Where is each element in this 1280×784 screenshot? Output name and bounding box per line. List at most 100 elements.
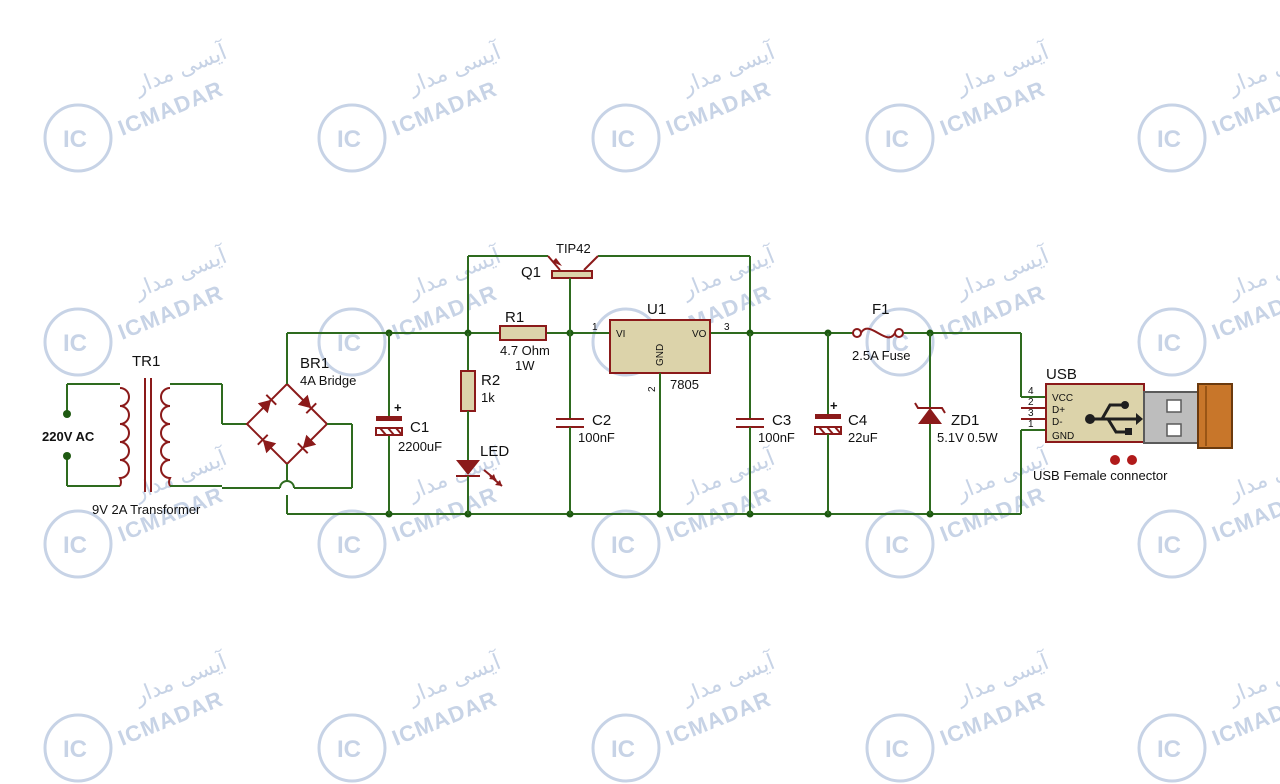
watermark-logo-icon xyxy=(591,103,661,173)
fuse-f1: F1 2.5A Fuse xyxy=(852,301,911,363)
usb-dm: D- xyxy=(1052,417,1063,428)
u1-pin3: 3 xyxy=(724,322,730,333)
c1-ref: C1 xyxy=(410,419,429,436)
u1-value: 7805 xyxy=(670,377,699,392)
watermark-logo-text: IC xyxy=(885,736,909,763)
f1-ref: F1 xyxy=(872,301,890,318)
usb-pin2: 2 xyxy=(1028,397,1034,408)
watermark-logo-icon xyxy=(865,103,935,173)
watermark-logo-icon xyxy=(1137,509,1207,579)
watermark-logo-icon xyxy=(43,509,113,579)
regulator-u1: VI VO GND 1 3 2 U1 7805 xyxy=(592,301,730,514)
r2-value: 1k xyxy=(481,390,495,405)
zd1-ref: ZD1 xyxy=(951,412,979,429)
watermark-logo-text: IC xyxy=(337,736,361,763)
watermark-logo-text: IC xyxy=(611,532,635,559)
br1-ref: BR1 xyxy=(300,355,329,372)
watermark-logo-text: IC xyxy=(63,532,87,559)
transistor-q1: TIP42 Q1 xyxy=(521,241,599,333)
resistor-r2: R2 1k xyxy=(460,333,500,460)
watermark-logo-icon xyxy=(1137,713,1207,783)
c2-value: 100nF xyxy=(578,430,615,445)
usb-pin4: 4 xyxy=(1028,386,1034,397)
q1-ref: Q1 xyxy=(521,264,541,281)
watermark-logo-icon xyxy=(865,713,935,783)
capacitor-c2: C2 100nF xyxy=(556,333,615,514)
bridge-br1: BR1 4A Bridge xyxy=(222,333,356,514)
watermark-logo-icon xyxy=(317,509,387,579)
watermark-logo-icon xyxy=(1137,307,1207,377)
usb-ref: USB xyxy=(1046,366,1077,383)
zd1-value: 5.1V 0.5W xyxy=(937,430,998,445)
watermark-logo-text: IC xyxy=(1157,736,1181,763)
watermark-logo-text: IC xyxy=(63,330,87,357)
watermark-logo-icon xyxy=(317,103,387,173)
usb-logo-icon xyxy=(1085,401,1143,435)
u1-pin1: 1 xyxy=(592,322,598,333)
ac-input: 220V AC xyxy=(42,383,120,487)
watermark-logo-icon xyxy=(43,307,113,377)
watermark-logo-icon xyxy=(865,307,935,377)
transformer-tr1: TR1 9V 2A Transformer xyxy=(92,353,247,517)
capacitor-c4: + C4 22uF xyxy=(814,333,878,514)
capacitor-c3: C3 100nF xyxy=(736,333,795,514)
led-ref: LED xyxy=(480,443,509,460)
c4-ref: C4 xyxy=(848,412,867,429)
c3-ref: C3 xyxy=(772,412,791,429)
usb-dp: D+ xyxy=(1052,405,1065,416)
zener-zd1: ZD1 5.1V 0.5W xyxy=(914,333,998,514)
watermark-logo-icon xyxy=(591,509,661,579)
usb-pin3: 3 xyxy=(1028,408,1034,419)
c2-ref: C2 xyxy=(592,412,611,429)
capacitor-c1: + C1 2200uF xyxy=(375,333,442,514)
watermark-logo-text: IC xyxy=(1157,532,1181,559)
c3-value: 100nF xyxy=(758,430,795,445)
watermark-logo-icon xyxy=(591,713,661,783)
watermark-logo-text: IC xyxy=(63,736,87,763)
resistor-r1: R1 4.7 Ohm 1W xyxy=(499,309,550,373)
watermark-logo-icon xyxy=(317,307,387,377)
watermark-brand-fa: آیسی مدار xyxy=(1223,444,1280,506)
watermark-logo-text: IC xyxy=(885,126,909,153)
watermark-logo-text: IC xyxy=(611,126,635,153)
usb-vcc: VCC xyxy=(1052,393,1073,404)
usb-gnd: GND xyxy=(1052,431,1074,442)
watermark-brand-fa: آیسی مدار xyxy=(1223,242,1280,304)
tr1-value: 9V 2A Transformer xyxy=(92,502,201,517)
watermark-logo-text: IC xyxy=(885,532,909,559)
watermark-logo-text: IC xyxy=(337,126,361,153)
led: LED xyxy=(456,443,509,514)
ac-input-label: 220V AC xyxy=(42,429,95,444)
c4-value: 22uF xyxy=(848,430,878,445)
watermark-logo-text: IC xyxy=(1157,126,1181,153)
q1-value: TIP42 xyxy=(556,241,591,256)
br1-value: 4A Bridge xyxy=(300,373,356,388)
watermark-logo-icon xyxy=(43,103,113,173)
r1-value1: 4.7 Ohm xyxy=(500,343,550,358)
usb-pin1: 1 xyxy=(1028,419,1034,430)
f1-value: 2.5A Fuse xyxy=(852,348,911,363)
watermark-logo-icon xyxy=(865,509,935,579)
watermark-logo-icon xyxy=(317,713,387,783)
watermark-logo-text: IC xyxy=(63,126,87,153)
watermark-logo-text: IC xyxy=(611,736,635,763)
u1-gnd: GND xyxy=(655,344,666,366)
watermark-logo-text: IC xyxy=(337,532,361,559)
watermark-logo-text: IC xyxy=(1157,330,1181,357)
watermark-brand-fa: آیسی مدار xyxy=(1223,648,1280,710)
